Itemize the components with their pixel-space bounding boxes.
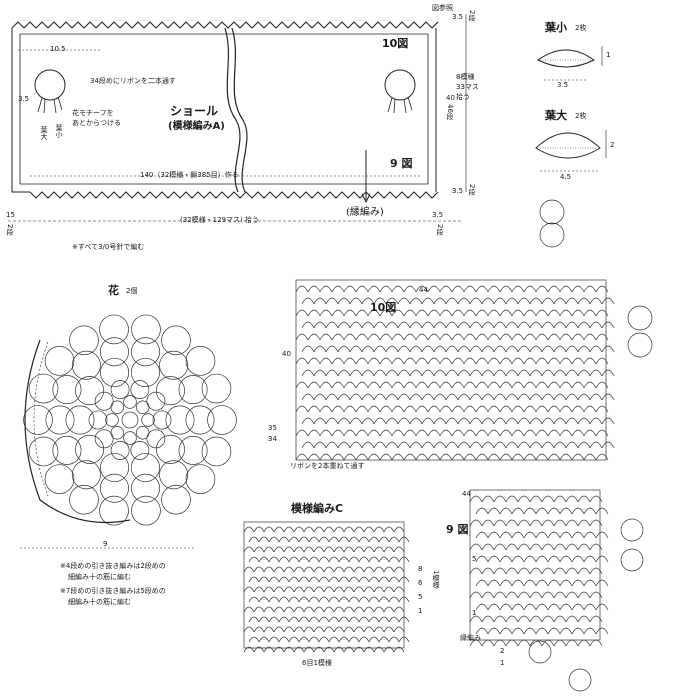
right-46: 46段 (446, 104, 454, 120)
shawl-flower-left (34, 69, 66, 114)
shawl-outline (11, 21, 439, 199)
leaf-small-title: 葉小 (545, 21, 567, 34)
bottom-dim-left: 15 (6, 211, 15, 219)
right-top-dim: 3.5 (452, 13, 464, 21)
shawl-label-9: 9 図 (390, 157, 413, 170)
leaf-small-mark: 葉小 (55, 124, 63, 138)
chart-10-row-44: 44 (419, 286, 428, 294)
chart-9-row-2: 2 (500, 647, 505, 655)
right-rows-2: 2段 (468, 184, 476, 196)
pattern-c-row-1: 8 (418, 565, 423, 573)
chart-9-edging: 縁編み (460, 634, 481, 642)
leaf-large-height: 2 (610, 141, 615, 149)
pattern-c-row-2: 6 (418, 579, 423, 587)
motif-note-2: あとからつける (72, 119, 121, 127)
chart-10-grid (295, 199, 653, 461)
flower-note-2: 細編み十の筋に編む (68, 573, 131, 581)
chart-9-grid (469, 489, 644, 692)
leaf-large-shape (535, 130, 607, 172)
right-rows-1: 2段 (468, 10, 476, 22)
needle-note: ※すべて3/0号針で編む (72, 243, 145, 251)
bottom-dim-right: 3.5 (432, 211, 444, 219)
right-stack-2: 拾う (456, 93, 470, 101)
leaf-large-count: 2枚 (575, 112, 587, 120)
chart-9-row-5: 5 (472, 555, 477, 563)
leaf-small-count: 2枚 (575, 24, 587, 32)
right-bottom-dim: 3.5 (452, 187, 464, 195)
pattern-c-grid (243, 521, 410, 653)
pattern-c-row-4: 1 (418, 607, 423, 615)
figure-ref-label: 図参照 (432, 4, 453, 12)
dim-10-5: 10.5 (50, 45, 66, 53)
pattern-c-repeat-v: 1模様 (432, 570, 440, 589)
chart-9-row-1: 1 (472, 609, 477, 617)
pattern-c-title: 模様編みC (291, 502, 344, 515)
flower-chart (23, 314, 237, 526)
leaf-small-width: 3.5 (557, 81, 569, 89)
chart-9-title: 9 図 (446, 523, 469, 536)
bottom-right-rows: 2段 (436, 224, 444, 236)
ribbon-note: 34段めにリボンを二本通す (90, 77, 176, 85)
flower-note-1: ※4段めの引き抜き編みは2段めの (60, 562, 166, 570)
shawl-label-10: 10図 (382, 37, 409, 50)
chart-9-row-44: 44 (462, 490, 471, 498)
leaf-small-shape (537, 46, 603, 81)
pattern-c-row-3: 5 (418, 593, 423, 601)
chart-10-row-34: 34 (268, 435, 277, 443)
flower-width: 9 (103, 540, 108, 548)
chart-10-ribbon: リボンを2本重ねて通す (290, 462, 365, 470)
pattern-c-repeat-h: 6目1模様 (302, 659, 332, 667)
leaf-large-width: 4.5 (560, 173, 572, 181)
flower-note-3: ※7段めの引き抜き編みは5段めの (60, 587, 166, 595)
right-stack-0: 8模様 (456, 73, 475, 81)
bottom-pickup: (32模様・129マス) 拾う (180, 216, 259, 224)
flower-count: 2個 (126, 287, 138, 295)
shawl-flower-right (384, 69, 416, 114)
shawl-subtitle: (模様編みA) (168, 121, 225, 132)
chart-10-title: 10図 (370, 301, 397, 314)
flower-title: 花 (108, 284, 119, 297)
dim-3-5-left: 3.5 (18, 95, 30, 103)
bottom-rows-note: 140（32模様・鎖385目）作る (140, 171, 239, 179)
chart-10-row-40: 40 (282, 350, 291, 358)
right-stack-1: 33マス (456, 83, 479, 91)
shawl-title: ショール (170, 104, 219, 118)
motif-note-1: 花モチーフを (72, 109, 114, 117)
right-40: 40 (446, 94, 455, 102)
flower-note-4: 細編み十の筋に編む (68, 598, 131, 606)
leaf-large-mark: 葉大 (40, 126, 48, 140)
leaf-large-title: 葉大 (545, 109, 567, 122)
edging-label: (縁編み) (346, 207, 384, 218)
chart-10-row-35: 35 (268, 424, 277, 432)
leaf-small-height: 1 (606, 51, 611, 59)
chart-9-row-1b: 1 (500, 659, 505, 667)
bottom-left-rows: 2段 (6, 224, 14, 236)
